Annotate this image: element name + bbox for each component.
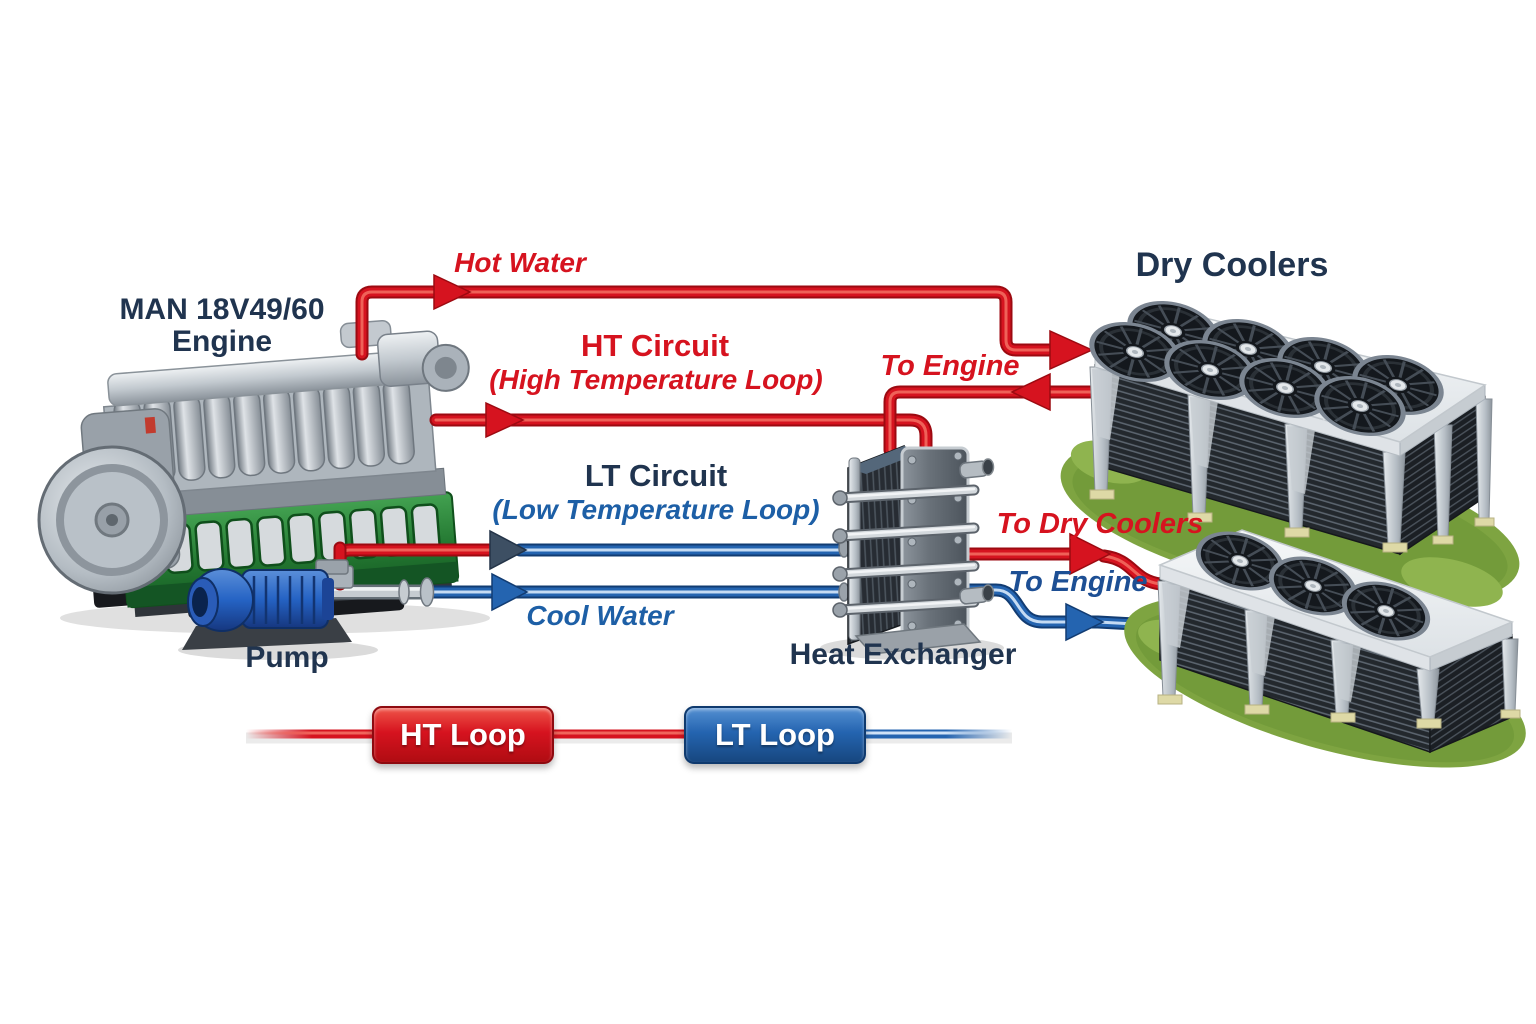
cool-water-label: Cool Water: [526, 600, 674, 631]
cooler-legs: [1089, 366, 1495, 553]
engine-label-line1: MAN 18V49/60: [119, 293, 325, 326]
pipe-ht-return: [883, 372, 1099, 457]
dry-cooler-8-fan-illustration: [1060, 294, 1520, 607]
cool-water-arrow-icon: [491, 572, 529, 612]
to-engine-arrow-icon: [1010, 372, 1051, 412]
hot-water-arrow-icon: [433, 273, 472, 311]
to-engine-ht-label: To Engine: [880, 350, 1020, 382]
pump-label: Pump: [245, 641, 329, 674]
dry-cooler-3-fan-illustration: [1124, 524, 1526, 768]
engine-label-line2: Engine: [171, 324, 273, 358]
pipe-lt-return: [941, 583, 1179, 642]
ht-circuit-subtitle: (High Temperature Loop): [489, 364, 823, 395]
heat-exchanger-illustration: [820, 444, 1004, 660]
to-dry-coolers-arrow-icon: [1069, 532, 1112, 576]
ht-circuit-arrow-icon: [485, 401, 525, 439]
to-dry-coolers-label: To Dry Coolers: [996, 508, 1204, 540]
legend-lt-loop-label: LT Loop: [715, 717, 835, 752]
hot-water-inlet-arrow-icon: [1049, 329, 1094, 371]
dry-coolers-title: Dry Coolers: [1135, 246, 1329, 284]
hot-water-label: Hot Water: [454, 247, 586, 278]
lt-circuit-subtitle: (Low Temperature Loop): [492, 494, 820, 525]
to-engine-blue-arrow-icon: [1065, 602, 1105, 642]
engine-label: MAN 18V49/60 Engine: [119, 294, 324, 357]
lt-circuit-title: LT Circuit: [584, 458, 728, 493]
lt-transition-arrow-icon: [489, 529, 528, 571]
heat-exchanger-tie-rods: [832, 484, 980, 618]
heat-exchanger-label: Heat Exchanger: [789, 638, 1017, 671]
pump-illustration: [178, 541, 378, 660]
legend-ht-loop-badge: HT Loop: [372, 706, 554, 764]
pipe-ht-circuit: [429, 401, 933, 461]
legend-line: [246, 729, 1012, 744]
heat-exchanger-ports: [959, 458, 995, 605]
legend-ht-loop-label: HT Loop: [400, 717, 526, 752]
ht-circuit-title: HT Circuit: [580, 328, 730, 363]
engine-turbocharger: [339, 319, 470, 392]
cooler-legs: [1157, 580, 1521, 729]
legend-lt-loop-badge: LT Loop: [684, 706, 866, 764]
to-engine-lt-label: To Engine: [1008, 566, 1148, 598]
pipe-lt-supply-bottom: [324, 572, 857, 612]
engine-flywheel: [37, 445, 187, 595]
pipe-hot-water: [355, 273, 1094, 371]
